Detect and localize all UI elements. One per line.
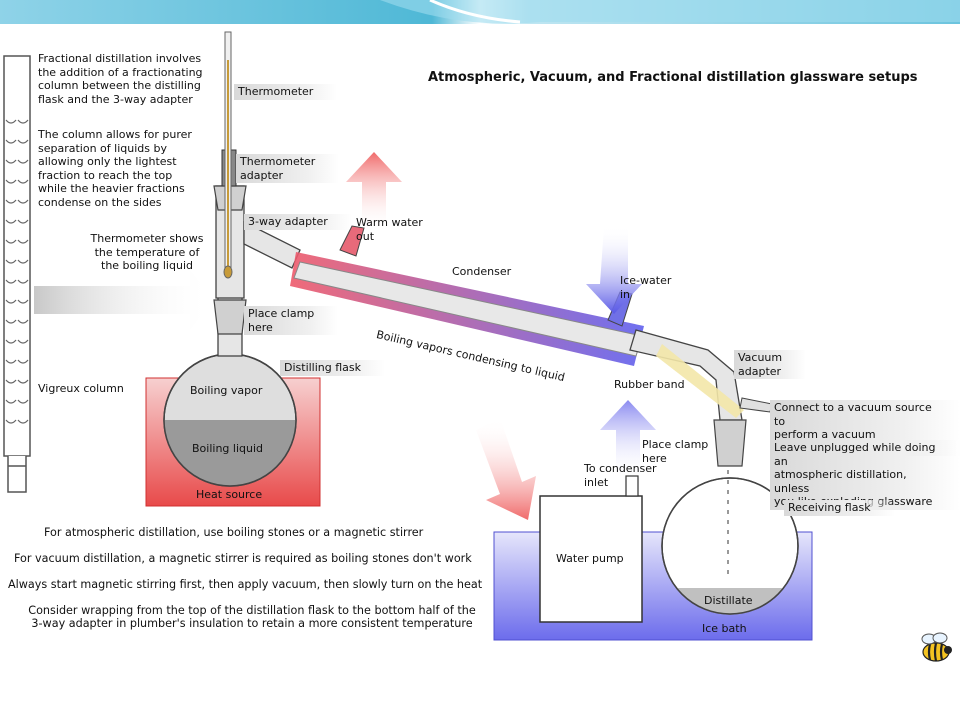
bottom-note-1: For atmospheric distillation, use boilin… [44,526,424,539]
warm-water-out-arrow [346,152,402,230]
distillation-diagram: Atmospheric, Vacuum, and Fractional dist… [0,22,960,662]
receiving-flask [661,470,799,615]
column-note: The column allows for purer separation o… [38,128,192,209]
water-pump [539,495,643,623]
diagram-artwork [3,31,813,641]
distilling-flask [163,295,297,487]
pump-outflow-arrow [476,418,536,520]
three-way-adapter-label: 3-way adapter [244,214,352,230]
boiling-liquid-label: Boiling liquid [192,442,264,455]
warm-water-out-label: Warm water out [356,216,423,243]
bottom-note-2: For vacuum distillation, a magnetic stir… [14,552,472,565]
distillate-label: Distillate [704,594,753,607]
thermometer-shows-note: Thermometer shows the temperature of the… [90,232,204,272]
bottom-note-4: Consider wrapping from the top of the di… [28,604,476,630]
bee-icon [921,632,952,662]
heat-source-label: Heat source [196,488,263,501]
condenser [290,225,644,366]
fractional-arrow [34,270,214,330]
ice-water-in-arrow [586,226,642,314]
vigreux-column-label: Vigreux column [38,382,124,395]
ice-water-in-label: Ice-water in [620,274,672,301]
place-clamp-label-2: Place clamp here [642,438,709,465]
place-clamp-label-1: Place clamp here [244,306,339,335]
vacuum-adapter [629,329,773,467]
rubber-band-label: Rubber band [614,378,685,391]
condenser-label: Condenser [452,265,512,278]
boiling-vapor-label: Boiling vapor [190,384,263,397]
condenser-inlet-arrow [600,400,656,478]
thermometer-adapter-label: Thermometer adapter [236,154,340,183]
distilling-flask-label: Distilling flask [280,360,386,376]
slide-header-band [0,0,960,34]
vigreux-column [3,55,31,493]
thermometer-label: Thermometer [234,84,338,100]
receiving-flask-label: Receiving flask [784,500,895,516]
bottom-note-3: Always start magnetic stirring first, th… [8,578,483,591]
thermometer [223,31,233,279]
diagram-title: Atmospheric, Vacuum, and Fractional dist… [428,70,918,85]
vacuum-adapter-label: Vacuum adapter [734,350,807,379]
ice-bath-label: Ice bath [702,622,747,635]
fractional-note: Fractional distillation involves the add… [38,52,203,106]
water-pump-label: Water pump [556,552,624,565]
to-condenser-inlet-label: To condenser inlet [584,462,657,489]
leave-unplugged-note: Leave unplugged while doing an atmospher… [770,440,960,510]
